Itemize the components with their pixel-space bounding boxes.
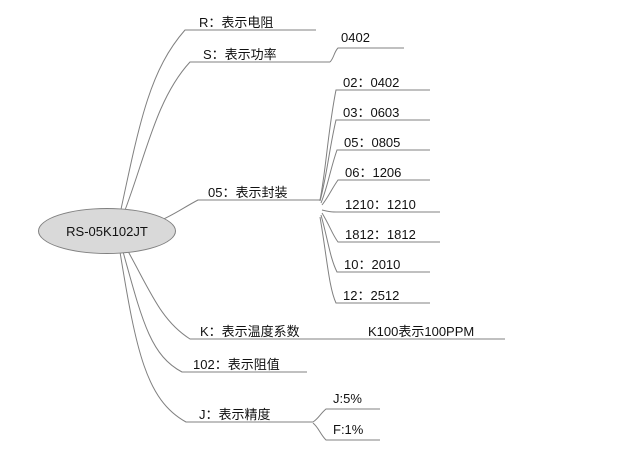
- sub-label-pkg-1812[interactable]: 1812：1812: [345, 227, 416, 242]
- branch-label-s[interactable]: S：表示功率: [203, 47, 277, 62]
- sub-label-pkg-12[interactable]: 12：2512: [343, 288, 400, 303]
- sub-label-pkg-10[interactable]: 10：2010: [344, 257, 401, 272]
- branch-label-k[interactable]: K：表示温度系数: [200, 324, 300, 339]
- sub-label-f1[interactable]: F:1%: [333, 422, 364, 437]
- branch-label-package[interactable]: 05：表示封装: [208, 185, 288, 200]
- sub-label-s-0402[interactable]: 0402: [341, 30, 370, 45]
- sub-label-pkg-02[interactable]: 02：0402: [343, 75, 400, 90]
- sub-label-k100[interactable]: K100表示100PPM: [368, 324, 475, 339]
- sub-label-j5[interactable]: J:5%: [333, 391, 362, 406]
- root-node[interactable]: RS-05K102JT: [38, 208, 176, 254]
- branch-label-j[interactable]: J：表示精度: [199, 407, 271, 422]
- sub-label-pkg-1210[interactable]: 1210：1210: [345, 197, 416, 212]
- branch-label-102[interactable]: 102：表示阻值: [193, 357, 280, 372]
- branch-label-r[interactable]: R：表示电阻: [199, 15, 274, 30]
- sub-label-pkg-05[interactable]: 05：0805: [344, 135, 401, 150]
- sub-label-pkg-06[interactable]: 06：1206: [345, 165, 402, 180]
- sub-label-pkg-03[interactable]: 03：0603: [343, 105, 400, 120]
